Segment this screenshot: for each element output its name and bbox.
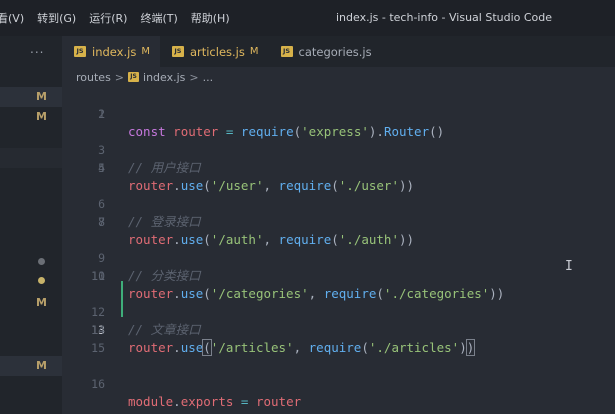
- breadcrumb-folder[interactable]: routes: [76, 70, 111, 84]
- editor-tabs: JS index.js M JS articles.js M JS catego…: [62, 36, 615, 67]
- added-lines-gutter-marker: [121, 281, 123, 317]
- status-dot-icon: [38, 258, 45, 265]
- tab-label: categories.js: [298, 44, 372, 59]
- text-cursor-icon: I: [565, 259, 573, 274]
- code-line-current[interactable]: 13 router.use('/articles', require('./ar…: [91, 323, 476, 356]
- modified-marker: M: [36, 110, 47, 123]
- tab-modified-badge: M: [141, 46, 150, 57]
- chevron-right-icon: >: [114, 70, 125, 84]
- menu-help[interactable]: 帮助(H): [190, 12, 230, 25]
- javascript-file-icon: JS: [280, 46, 293, 57]
- tab-label: articles.js: [189, 44, 245, 59]
- tab-articles-js[interactable]: JS articles.js M: [160, 36, 269, 67]
- code-line[interactable]: 2: [98, 107, 105, 121]
- code-line[interactable]: 14: [91, 323, 105, 337]
- menu-bar: 看(V) 转到(G) 运行(R) 终端(T) 帮助(H): [0, 0, 243, 36]
- more-horizontal-icon[interactable]: ...: [30, 42, 45, 56]
- modified-marker: M: [36, 90, 47, 103]
- menu-view[interactable]: 看(V): [0, 12, 25, 25]
- tab-modified-badge: M: [249, 46, 259, 57]
- code-line[interactable]: 8: [98, 215, 105, 229]
- code-line[interactable]: 5: [98, 161, 105, 175]
- code-line[interactable]: 10 router.use('/categories', require('./…: [91, 269, 505, 301]
- code-line[interactable]: 7 router.use('/auth', require('./auth')): [98, 215, 415, 247]
- code-line[interactable]: 4 router.use('/user', require('./user')): [98, 161, 415, 193]
- breadcrumb-symbols[interactable]: ...: [202, 70, 214, 84]
- code-line[interactable]: 15: [91, 341, 105, 355]
- tab-categories-js[interactable]: JS categories.js: [269, 36, 382, 67]
- tab-index-js[interactable]: JS index.js M: [62, 36, 160, 67]
- chevron-right-icon: >: [189, 70, 199, 84]
- title-bar: 看(V) 转到(G) 运行(R) 终端(T) 帮助(H) index.js - …: [0, 0, 615, 36]
- javascript-file-icon: JS: [74, 46, 86, 57]
- menu-go[interactable]: 转到(G): [37, 12, 77, 25]
- explorer-row-selected[interactable]: [0, 87, 62, 107]
- code-line[interactable]: 16 module.exports = router: [91, 377, 302, 409]
- code-line[interactable]: 3 // 用户接口: [98, 143, 201, 175]
- code-line[interactable]: 11: [91, 269, 105, 283]
- code-editor[interactable]: 1 const router = require('express').Rout…: [62, 87, 615, 414]
- code-line[interactable]: 6 // 登录接口: [98, 197, 201, 229]
- status-dot-icon: [38, 277, 45, 284]
- modified-marker: M: [36, 359, 47, 372]
- explorer-row-selected[interactable]: [0, 356, 62, 376]
- explorer-sidebar: ... M M M M: [0, 36, 62, 414]
- menu-terminal[interactable]: 终端(T): [140, 12, 178, 25]
- javascript-file-icon: JS: [128, 72, 140, 82]
- code-line[interactable]: 1 const router = require('express').Rout…: [98, 107, 445, 139]
- breadcrumb-file[interactable]: index.js: [143, 70, 186, 84]
- window-title: index.js - tech-info - Visual Studio Cod…: [336, 11, 553, 24]
- modified-marker: M: [36, 296, 47, 309]
- breadcrumb: routes > JS index.js > ...: [62, 67, 615, 87]
- explorer-row[interactable]: [0, 148, 62, 168]
- javascript-file-icon: JS: [171, 46, 184, 57]
- menu-run[interactable]: 运行(R): [89, 12, 128, 25]
- code-line[interactable]: 12 // 文章接口: [91, 305, 201, 337]
- code-line[interactable]: 9 // 分类接口: [98, 251, 201, 283]
- tab-label: index.js: [92, 44, 137, 59]
